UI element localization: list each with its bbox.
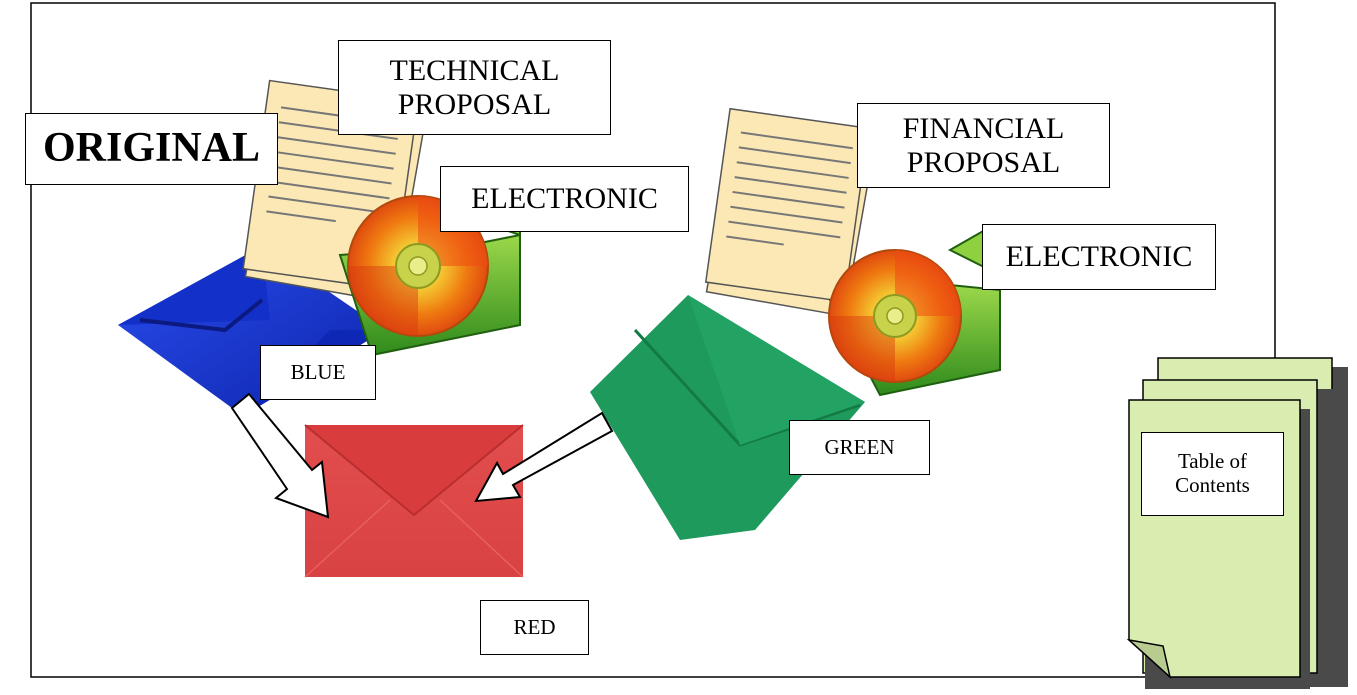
arrow-green-to-red-icon [474,411,614,503]
arrow-blue-to-red-icon [230,392,330,519]
financial-proposal-label: FINANCIAL PROPOSAL [857,103,1110,188]
financial-cd-icon [828,249,962,383]
electronic-label-technical: ELECTRONIC [440,166,689,232]
original-label: ORIGINAL [25,113,278,185]
red-envelope-icon [304,424,524,578]
table-of-contents-label: Table of Contents [1141,432,1284,516]
technical-proposal-label: TECHNICAL PROPOSAL [338,40,611,135]
outer-frame [30,2,1276,678]
red-label: RED [480,600,589,655]
green-envelope-icon [590,295,865,540]
green-label: GREEN [789,420,930,475]
financial-document-stack-icon [704,107,876,317]
blue-label: BLUE [260,345,376,400]
toc-page-stack-icon [1126,357,1348,689]
electronic-label-financial: ELECTRONIC [982,224,1216,290]
